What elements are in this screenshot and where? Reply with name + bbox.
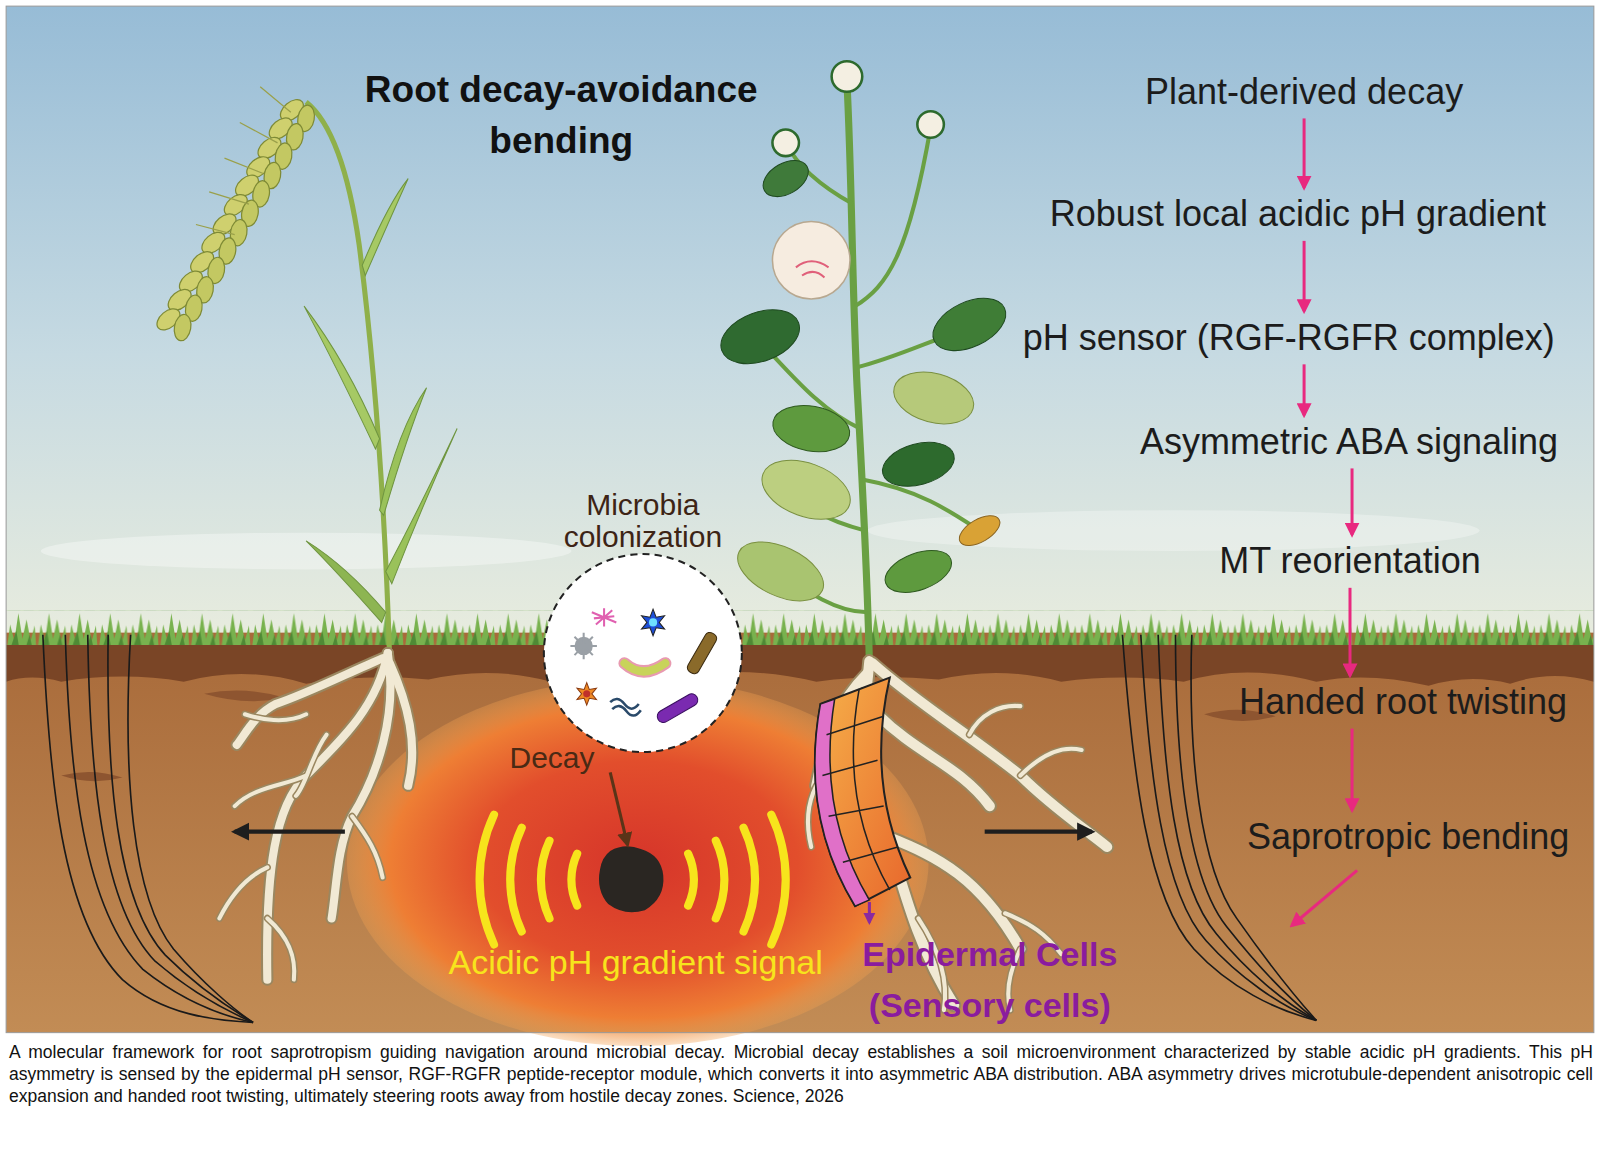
flower-center: [796, 261, 829, 277]
cress-stem: [847, 82, 869, 664]
flow-arrow: [1303, 241, 1306, 311]
root-line: [65, 635, 253, 1023]
microbe: [624, 663, 665, 671]
flower: [772, 221, 850, 299]
microbe: [624, 663, 665, 671]
flower-bud: [832, 61, 863, 92]
step-text: Plant-derived decay: [1145, 70, 1463, 113]
leaf: [754, 449, 858, 530]
wheat-leaf: [380, 388, 427, 516]
flow-arrow: [1351, 468, 1354, 534]
root-tip-sketch: [43, 635, 253, 1023]
leaf: [757, 153, 815, 204]
leaf: [879, 542, 957, 600]
cress-plant: [713, 61, 1107, 1010]
signal-wave: [541, 841, 550, 919]
figure-border: [6, 6, 1594, 1033]
microbe: [583, 690, 590, 697]
wheat-spike: [150, 91, 324, 347]
flow-arrow: [1303, 364, 1306, 415]
flow-step: Robust local acidic pH gradient: [1050, 193, 1546, 236]
microbe: [686, 631, 719, 676]
root-line: [88, 635, 253, 1023]
leaf: [925, 288, 1014, 361]
signal-wave: [771, 815, 785, 945]
flow-step: Asymmetric ABA signaling: [1140, 420, 1558, 463]
step-text: Asymmetric ABA signaling: [1140, 420, 1558, 463]
cell-walls: [822, 689, 898, 890]
step-text: Robust local acidic pH gradient: [1050, 193, 1546, 236]
avoidance-arrow: [985, 830, 1092, 834]
step-text: pH sensor (RGF-RGFR complex): [1023, 316, 1555, 359]
seed-pod: [955, 510, 1005, 552]
wheat-awn: [196, 87, 291, 235]
flow-step: MT reorientation: [1219, 540, 1480, 583]
flow-arrow: [1351, 729, 1354, 811]
cress-branch: [755, 128, 979, 613]
signal-wave: [744, 828, 756, 932]
leaf: [769, 400, 853, 458]
flow-step: pH sensor (RGF-RGFR complex): [1023, 316, 1555, 359]
signal-waves: [480, 815, 786, 945]
root-line: [108, 635, 253, 1023]
wheat-root: [219, 714, 382, 979]
topsoil: [6, 645, 1594, 686]
signal-wave: [716, 841, 725, 919]
part-label: Decay: [510, 740, 595, 776]
wheat-root: [237, 653, 412, 980]
cell-label: Epidermal Cells (Sensory cells): [810, 929, 1170, 1031]
microbe: [577, 683, 596, 705]
microbe: [570, 633, 597, 660]
leaf: [713, 300, 806, 374]
flow-arrow: [1303, 118, 1306, 187]
step-text: MT reorientation: [1219, 540, 1480, 583]
sensor-arrow: [868, 902, 871, 922]
flow-arrow: [1349, 588, 1352, 676]
cell-layer: [815, 678, 910, 907]
figure-title: Root decay-avoidance bending: [356, 64, 766, 166]
decaying-matter: [599, 846, 663, 912]
signal-wave: [688, 854, 694, 906]
pointer-arrow: [1292, 870, 1357, 925]
wheat-root: [219, 714, 382, 979]
wheat-leaf: [304, 306, 380, 449]
wheat-leaf: [362, 179, 408, 276]
root-outline: [43, 635, 253, 1023]
flower-bud: [772, 130, 799, 157]
signal-wave: [480, 815, 494, 945]
microbe: [649, 618, 657, 626]
microbe: [655, 692, 700, 725]
avoidance-arrow: [235, 830, 345, 834]
step-text: Saprotropic bending: [1247, 815, 1569, 858]
leaf: [888, 364, 980, 432]
signal-label: Acidic pH gradient signal: [436, 937, 836, 988]
microbe: [642, 609, 665, 636]
flow-step: Handed root twisting: [1239, 680, 1567, 723]
decay-arrow: [610, 772, 627, 844]
leaf: [729, 530, 833, 613]
epidermal-cells: [815, 678, 910, 923]
microbe: [610, 699, 641, 716]
flow-step: Plant-derived decay: [1145, 70, 1463, 113]
group-label: Microbia colonization: [528, 489, 758, 552]
wheat-plant: [150, 87, 457, 980]
root-outline: [128, 635, 253, 1023]
signal-wave: [510, 828, 522, 932]
flower-bud: [917, 111, 944, 138]
step-text: Handed root twisting: [1239, 680, 1567, 723]
cloud: [41, 533, 572, 570]
microbe: [592, 608, 616, 626]
microbe-circle-outline: [544, 554, 742, 752]
signal-wave: [571, 854, 577, 906]
wheat-leaf: [306, 541, 386, 623]
leaf: [878, 435, 960, 493]
figure-caption: A molecular framework for root saprotrop…: [9, 1042, 1593, 1108]
sky: [6, 6, 1594, 639]
flow-step: Saprotropic bending: [1247, 815, 1569, 858]
wheat-root: [237, 653, 412, 980]
microbe-circle: [544, 554, 742, 752]
